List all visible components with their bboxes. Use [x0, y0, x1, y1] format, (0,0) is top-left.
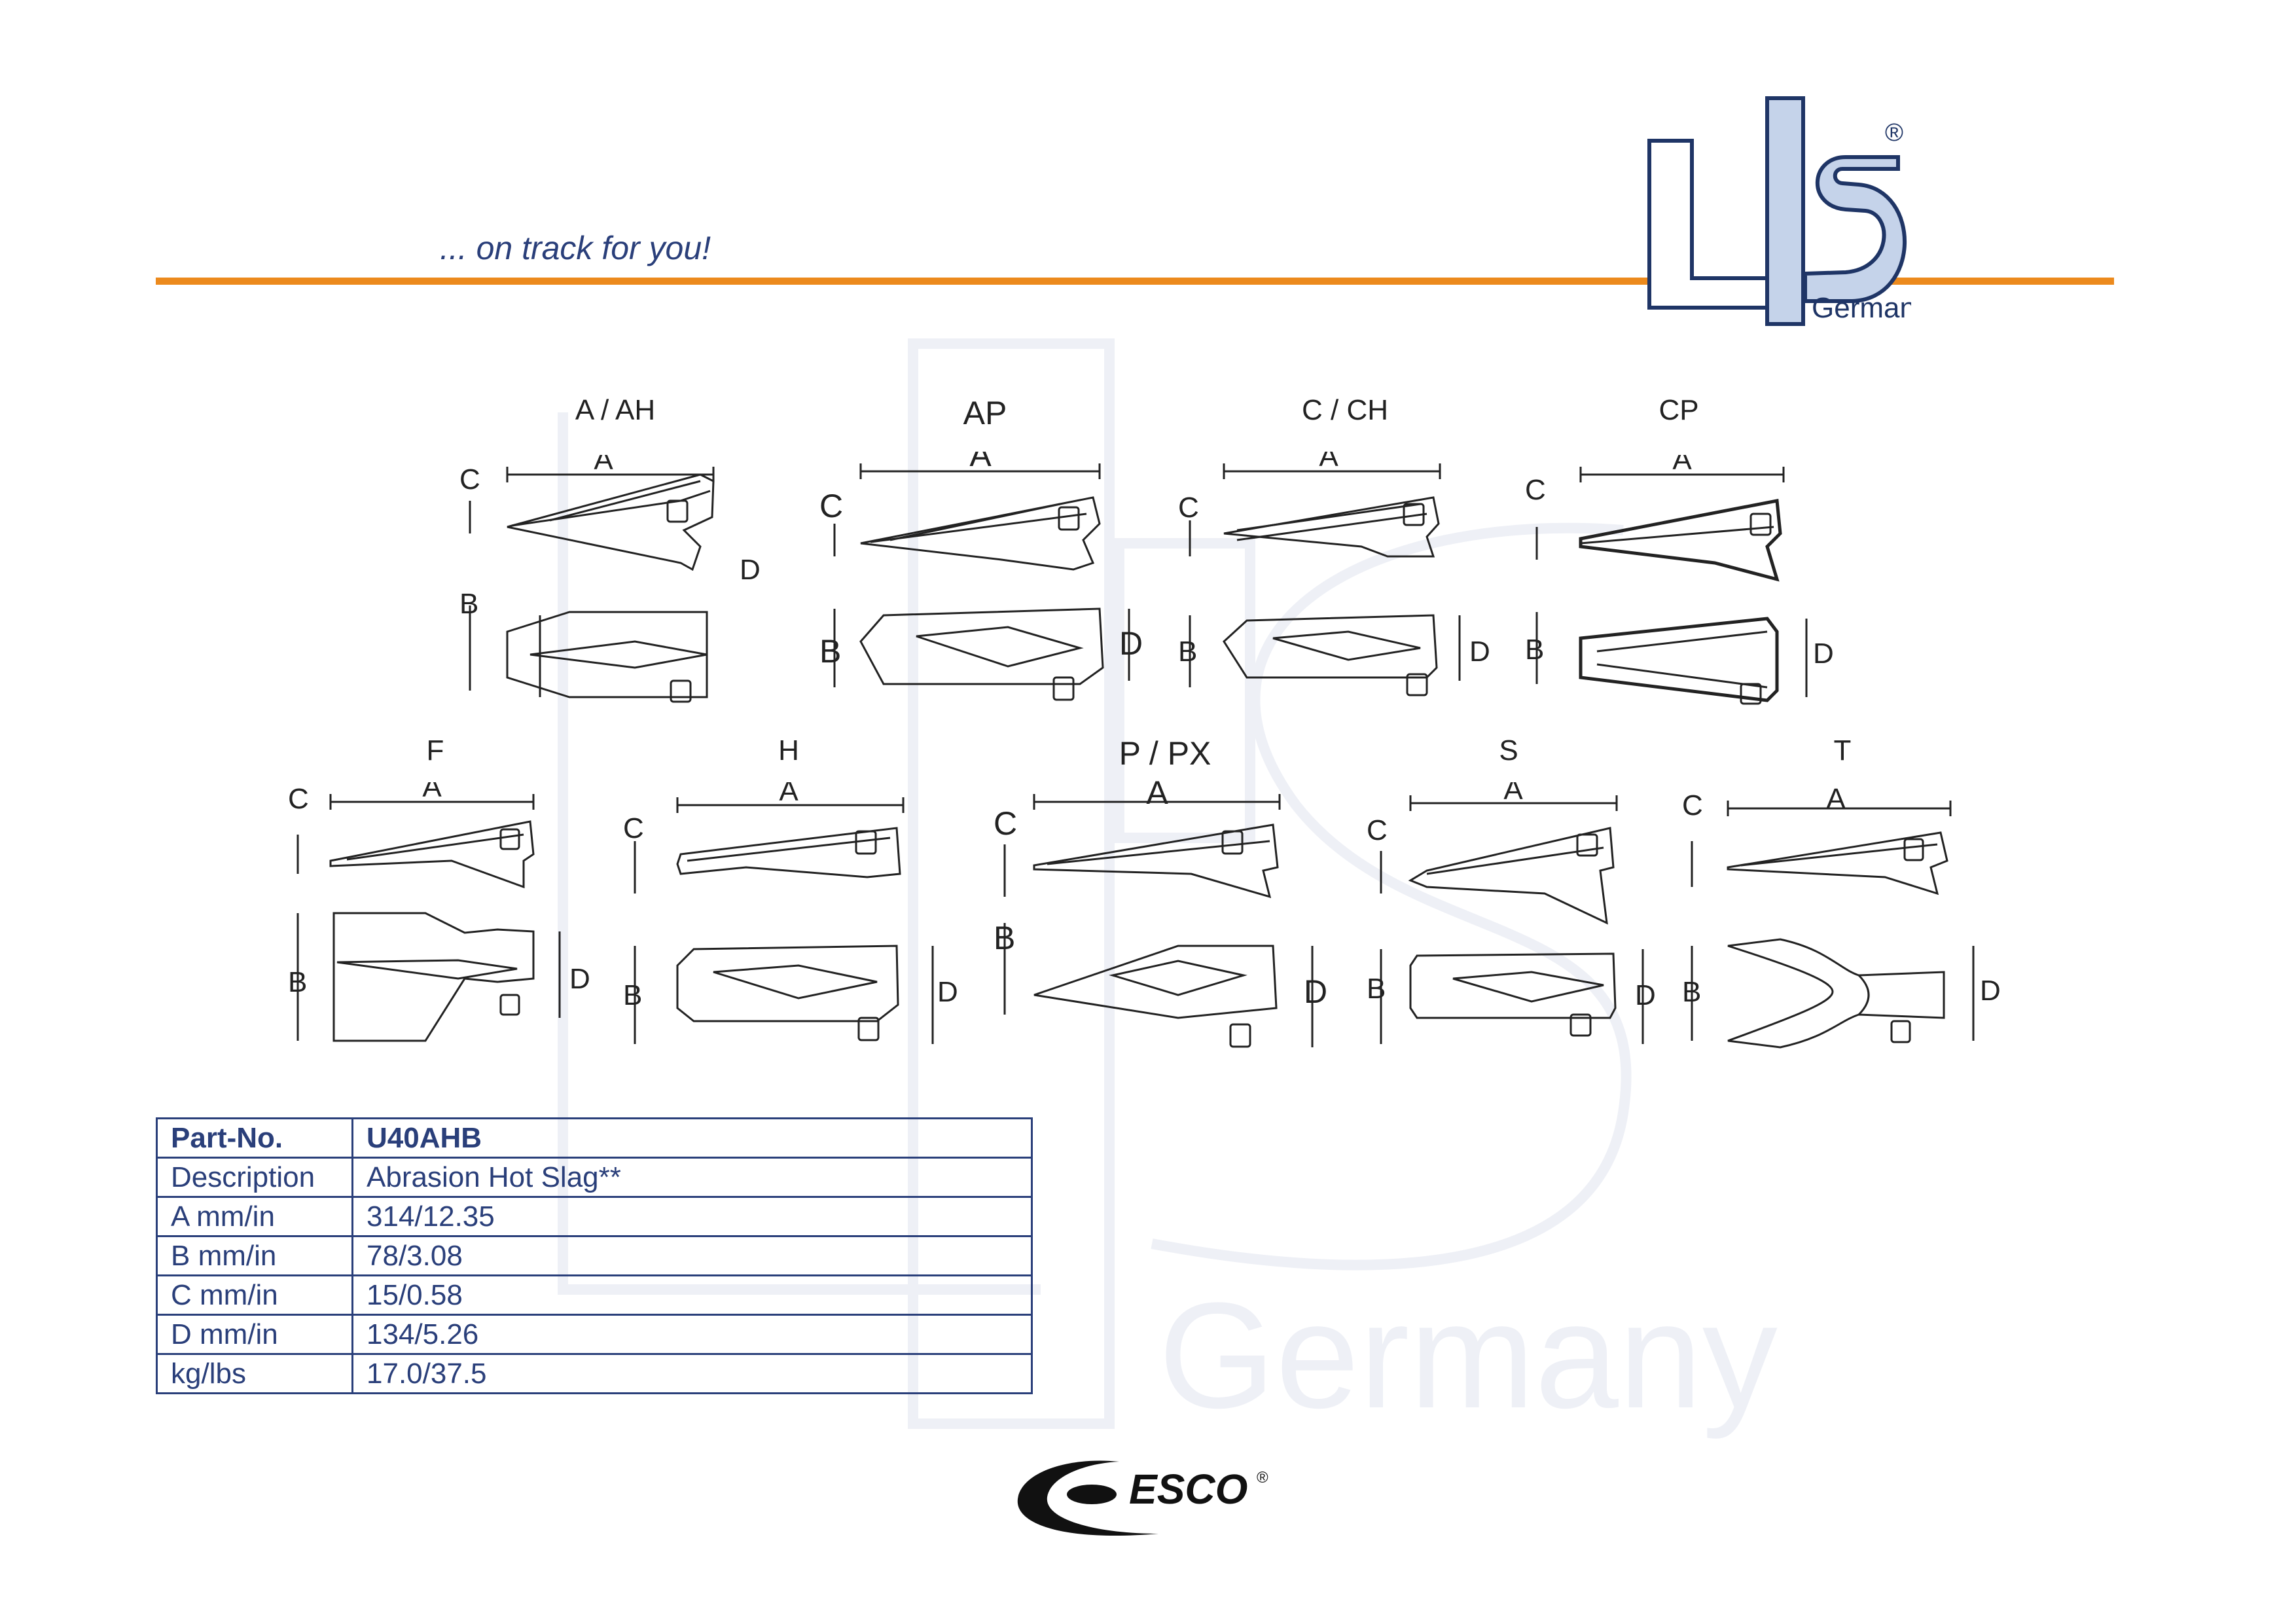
variant-label-c-ch: C / CH — [1302, 394, 1388, 426]
variant-label-ap: AP — [963, 395, 1007, 431]
dim-c-label: C — [819, 488, 843, 524]
dim-a-label: A — [1319, 452, 1338, 473]
dim-a-label: A — [1672, 455, 1692, 476]
dim-c-label: C — [994, 805, 1017, 842]
dim-a-label: A — [779, 782, 798, 807]
dim-d-label: D — [1980, 975, 2001, 1007]
dim-d-label: D — [1304, 973, 1327, 1010]
dim-a-label: A — [594, 455, 613, 476]
spec-table: Part-No. U40AHB Description Abrasion Hot… — [156, 1117, 1033, 1394]
dim-b-label: B — [994, 920, 1015, 956]
dim-d-label: D — [1813, 638, 1833, 670]
spec-label: B mm/in — [156, 1235, 353, 1276]
spec-value: Abrasion Hot Slag** — [351, 1157, 1033, 1198]
logo-subtitle: Germany — [1812, 292, 1911, 324]
header-rule — [156, 278, 2114, 285]
dim-d-label: D — [569, 963, 590, 995]
tooth-drawing-a-ah: A B C D — [459, 455, 761, 703]
variant-label-h: H — [778, 734, 799, 767]
spec-value: U40AHB — [351, 1117, 1033, 1159]
spec-label: kg/lbs — [156, 1353, 353, 1394]
spec-row-weight: kg/lbs 17.0/37.5 — [156, 1353, 1033, 1394]
spec-label: A mm/in — [156, 1196, 353, 1237]
tooth-drawing-s: A B C D — [1367, 782, 1656, 1044]
esco-brand: ESCO — [1129, 1466, 1247, 1513]
dim-b-label: B — [1525, 634, 1544, 666]
dim-b-label: B — [1367, 973, 1386, 1005]
spec-row-d: D mm/in 134/5.26 — [156, 1314, 1033, 1355]
spec-row-part-no: Part-No. U40AHB — [156, 1117, 1033, 1159]
dim-d-label: D — [937, 976, 958, 1008]
variant-label-cp: CP — [1659, 394, 1699, 426]
dim-b-label: B — [459, 588, 478, 620]
watermark-text: Germany — [1158, 1271, 1778, 1439]
spec-row-a: A mm/in 314/12.35 — [156, 1196, 1033, 1237]
dim-d-label: D — [1119, 625, 1143, 662]
dim-c-label: C — [1367, 814, 1388, 846]
spec-value: 78/3.08 — [351, 1235, 1033, 1276]
dim-c-label: C — [1525, 474, 1546, 506]
spec-value: 314/12.35 — [351, 1196, 1033, 1237]
spec-row-b: B mm/in 78/3.08 — [156, 1235, 1033, 1276]
dim-b-label: B — [1178, 636, 1197, 668]
variant-label-t: T — [1833, 734, 1852, 767]
spec-value: 134/5.26 — [351, 1314, 1033, 1355]
spec-row-description: Description Abrasion Hot Slag** — [156, 1157, 1033, 1198]
lis-germany-logo: ® Germany — [1647, 96, 1911, 326]
dim-d-label: D — [1469, 636, 1490, 668]
esco-registered: ® — [1257, 1469, 1268, 1487]
spec-value: 15/0.58 — [351, 1274, 1033, 1316]
dim-a-label: A — [1146, 779, 1168, 811]
spec-label: Part-No. — [156, 1117, 353, 1159]
spec-row-c: C mm/in 15/0.58 — [156, 1274, 1033, 1316]
dim-b-label: B — [288, 966, 307, 998]
spec-label: C mm/in — [156, 1274, 353, 1316]
dim-d-label: D — [1635, 979, 1656, 1011]
tooth-drawing-ap: A B C D — [819, 452, 1143, 701]
tooth-drawing-h: A B C D — [623, 782, 958, 1044]
dim-a-label: A — [1826, 783, 1846, 815]
variant-label-a-ah: A / AH — [575, 394, 656, 426]
dim-b-label: B — [1682, 976, 1701, 1008]
dim-a-label: A — [422, 782, 442, 803]
tooth-drawing-f: A B C D — [288, 782, 590, 1042]
variant-label-f: F — [426, 734, 444, 767]
dim-c-label: C — [1178, 492, 1199, 524]
dim-d-label: D — [740, 554, 761, 586]
esco-logo: ESCO ® — [1017, 1460, 1268, 1536]
dim-b-label: B — [623, 979, 642, 1011]
tooth-drawing-p-px: A B C D — [994, 779, 1327, 1048]
spec-value: 17.0/37.5 — [351, 1353, 1033, 1394]
dim-a-label: A — [969, 452, 992, 473]
tooth-drawing-c-ch: A B C D — [1178, 452, 1490, 696]
dim-c-label: C — [1682, 789, 1703, 821]
dim-a-label: A — [1503, 782, 1523, 806]
tagline: ... on track for you! — [440, 230, 711, 266]
variant-label-s: S — [1499, 734, 1518, 767]
dim-b-label: B — [819, 633, 841, 670]
tooth-drawing-cp: A B C D — [1525, 455, 1833, 705]
spec-label: Description — [156, 1157, 353, 1198]
variant-label-p-px: P / PX — [1119, 735, 1211, 772]
spec-label: D mm/in — [156, 1314, 353, 1355]
logo-registered: ® — [1885, 119, 1903, 147]
dim-c-label: C — [459, 463, 480, 496]
dim-c-label: C — [288, 783, 309, 815]
dim-c-label: C — [623, 812, 644, 844]
tooth-drawing-t: A B C D — [1682, 783, 2001, 1049]
